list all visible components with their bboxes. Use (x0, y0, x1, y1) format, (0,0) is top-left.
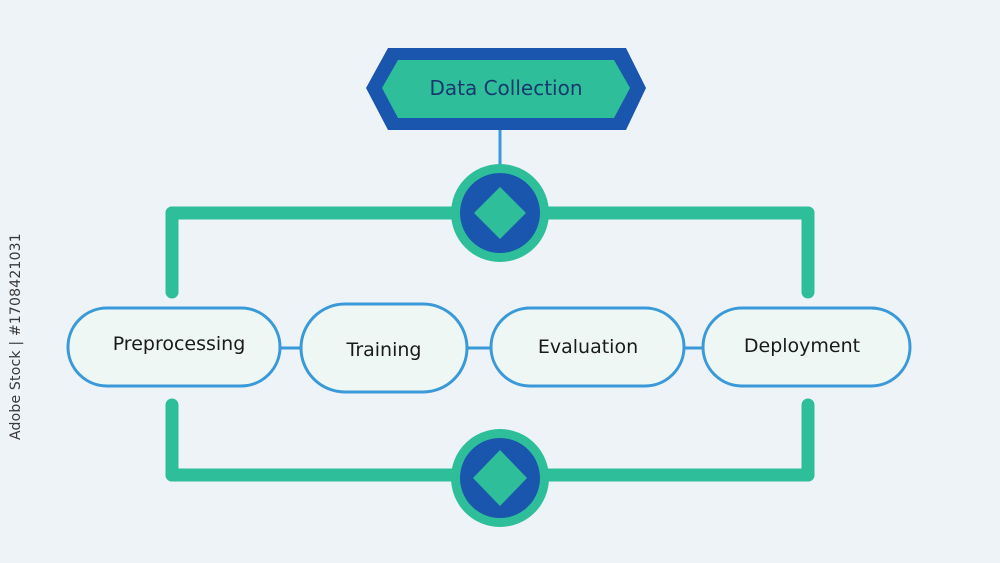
stage-pill (66, 306, 282, 388)
stage-evaluation: Evaluation (489, 306, 686, 388)
top-node-banner-inner (382, 60, 630, 118)
watermark-side-text: Adobe Stock | #1708421031 (8, 233, 24, 440)
stage-label: Deployment (744, 335, 860, 357)
stage-deployment: Deployment (701, 306, 912, 388)
stage-pill (299, 302, 469, 394)
diamond-icon (473, 450, 527, 506)
upper-junction (451, 164, 549, 262)
loop-frame (165, 206, 815, 482)
stage-pill (489, 306, 686, 388)
stage-label: Preprocessing (113, 333, 246, 355)
stage-training: Training (299, 302, 469, 394)
stage-label: Training (346, 339, 422, 361)
diamond-icon (474, 187, 526, 239)
top-node-label: Data Collection (429, 76, 582, 100)
top-node-data-collection: Data Collection (366, 48, 646, 130)
lower-junction (451, 429, 549, 527)
stage-label: Evaluation (538, 336, 638, 358)
stage-preprocessing: Preprocessing (66, 306, 282, 388)
stage-pill (701, 306, 912, 388)
